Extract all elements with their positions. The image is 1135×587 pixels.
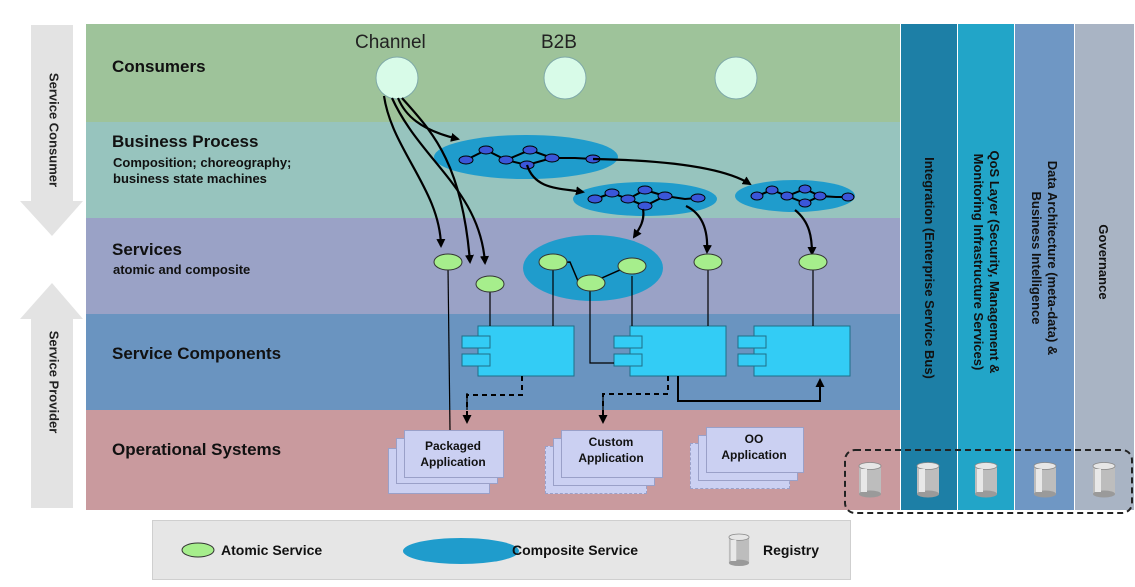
registry-icon-2 bbox=[916, 462, 940, 498]
custom-application: Custom Application bbox=[545, 428, 665, 496]
registry-icon-5 bbox=[1092, 462, 1116, 498]
governance-column bbox=[1074, 24, 1134, 510]
business-process-subtitle: Composition; choreography; business stat… bbox=[113, 155, 292, 186]
channel-label: Channel bbox=[355, 32, 426, 53]
composite-process-3 bbox=[735, 180, 855, 212]
composite-service-icon bbox=[403, 538, 519, 564]
composite-process-2 bbox=[573, 182, 717, 216]
service-provider-arrow bbox=[20, 283, 83, 508]
business-process-title: Business Process bbox=[112, 132, 259, 151]
services-title: Services bbox=[112, 240, 182, 259]
consumers-layer bbox=[86, 24, 900, 122]
service-component-1 bbox=[461, 325, 575, 377]
consumers-title: Consumers bbox=[112, 57, 206, 76]
services-subtitle: atomic and composite bbox=[113, 262, 251, 277]
channel-consumer-node bbox=[375, 56, 419, 100]
service-components-title: Service Components bbox=[112, 344, 282, 363]
b2b-consumer-node bbox=[543, 56, 587, 100]
registry-icon-1 bbox=[858, 462, 882, 498]
registry-icon-3 bbox=[974, 462, 998, 498]
service-consumer-arrow bbox=[20, 25, 83, 236]
legend-atomic-label: Atomic Service bbox=[221, 542, 323, 558]
qos-column bbox=[957, 24, 1015, 510]
consumer-node-3 bbox=[714, 56, 758, 100]
service-component-3 bbox=[737, 325, 851, 377]
registry-group-frame bbox=[844, 449, 1133, 514]
oo-application: OO Application bbox=[690, 425, 805, 493]
integration-column bbox=[900, 24, 958, 510]
b2b-label: B2B bbox=[541, 32, 577, 53]
registry-icon bbox=[728, 533, 750, 567]
atomic-service-icon bbox=[181, 542, 215, 558]
legend-registry-label: Registry bbox=[763, 542, 820, 558]
services-layer bbox=[86, 218, 900, 314]
registry-icon-4 bbox=[1033, 462, 1057, 498]
legend-composite-label: Composite Service bbox=[512, 542, 639, 558]
service-component-2 bbox=[613, 325, 727, 377]
data-architecture-column bbox=[1014, 24, 1075, 510]
atomic-services bbox=[433, 253, 828, 293]
packaged-application: Packaged Application bbox=[388, 428, 504, 498]
composite-process-1 bbox=[434, 135, 618, 179]
operational-systems-title: Operational Systems bbox=[112, 440, 282, 459]
